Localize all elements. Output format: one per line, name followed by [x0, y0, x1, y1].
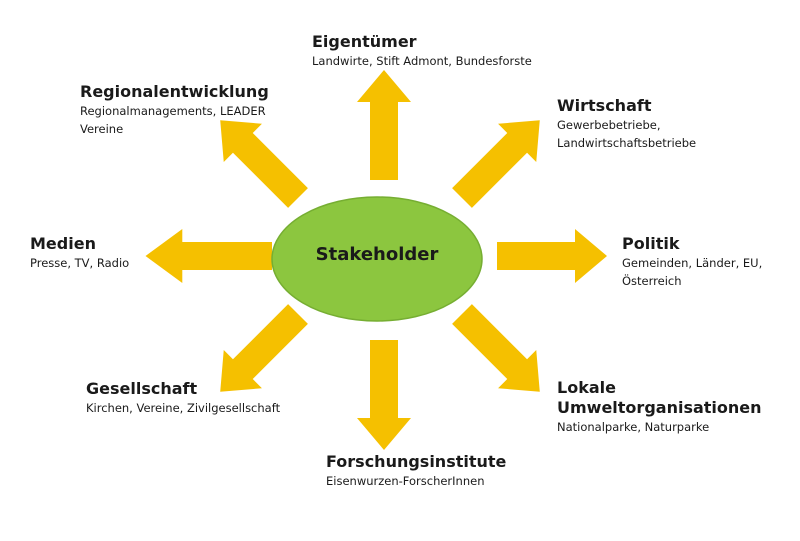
stakeholder-politik: Politik Gemeinden, Länder, EU, Österreic… — [622, 234, 762, 290]
stakeholder-wirtschaft: Wirtschaft Gewerbebetriebe, Landwirtscha… — [557, 96, 696, 152]
stakeholder-detail: Presse, TV, Radio — [30, 256, 130, 270]
stakeholder-title: Eigentümer — [312, 32, 417, 51]
arrow-medien — [145, 229, 272, 283]
stakeholder-title: Gesellschaft — [86, 379, 198, 398]
stakeholder-title: Medien — [30, 234, 96, 253]
stakeholder-detail: Gemeinden, Länder, EU, — [622, 256, 763, 270]
stakeholder-detail: Vereine — [80, 122, 124, 136]
stakeholder-detail: Gewerbebetriebe, — [557, 118, 661, 132]
stakeholder-detail: Nationalparke, Naturparke — [557, 420, 710, 434]
arrow-wirtschaft — [442, 101, 559, 218]
stakeholder-gesellschaft: Gesellschaft Kirchen, Vereine, Zivilgese… — [86, 379, 280, 417]
arrow-forschung — [357, 340, 411, 450]
arrow-eigentuemer — [357, 70, 411, 180]
stakeholder-detail: Eisenwurzen-ForscherInnen — [326, 474, 485, 488]
stakeholder-title: Forschungsinstitute — [326, 452, 507, 471]
center-label: Stakeholder — [315, 244, 439, 265]
stakeholder-medien: Medien Presse, TV, Radio — [30, 234, 129, 272]
stakeholder-title: Lokale Umweltorganisationen — [557, 378, 762, 417]
stakeholder-forschung: Forschungsinstitute Eisenwurzen-Forscher… — [326, 452, 506, 490]
stakeholder-regional: Regionalentwicklung Regionalmanagements,… — [80, 82, 269, 138]
center-ellipse — [271, 196, 483, 322]
stakeholder-detail: Regionalmanagements, LEADER — [80, 104, 266, 118]
stakeholder-title: Politik — [622, 234, 680, 253]
stakeholder-detail: Landwirte, Stift Admont, Bundesforste — [312, 54, 532, 68]
arrow-umwelt — [442, 294, 559, 411]
stakeholder-title: Regionalentwicklung — [80, 82, 269, 101]
stakeholder-detail: Landwirtschaftsbetriebe — [557, 136, 697, 150]
stakeholder-detail: Kirchen, Vereine, Zivilgesellschaft — [86, 401, 281, 415]
arrow-politik — [497, 229, 607, 283]
stakeholder-title: Wirtschaft — [557, 96, 652, 115]
stakeholder-eigentuemer: Eigentümer Landwirte, Stift Admont, Bund… — [312, 32, 532, 70]
stakeholder-detail: Österreich — [622, 274, 682, 288]
stakeholder-umwelt: Lokale Umweltorganisationen Nationalpark… — [557, 378, 767, 436]
